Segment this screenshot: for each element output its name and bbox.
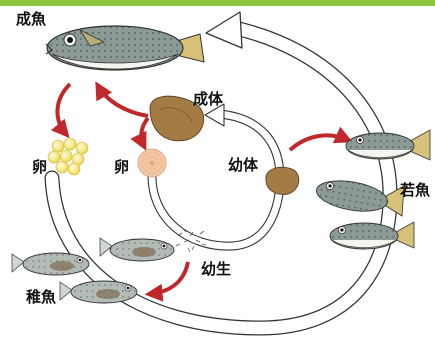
juvenile-fish-icon [12, 253, 89, 275]
juvenile-fish-icon [100, 238, 174, 261]
label-parasite-juvenile: 幼体 [228, 158, 258, 173]
egg-cluster-icon [48, 138, 88, 175]
juvenile-fish-icon [60, 281, 137, 303]
label-young-fish: 若魚 [400, 183, 430, 198]
young-fish-icon [346, 130, 430, 160]
arrow-parasite-to-egg [141, 118, 148, 146]
outer-cycle-arrowhead [206, 12, 242, 48]
label-adult-fish: 成魚 [16, 12, 46, 27]
label-juvenile-fish: 稚魚 [26, 290, 56, 305]
label-parasite-adult: 成体 [193, 92, 223, 107]
arrow-larva-to-juvenile-fish [150, 262, 188, 294]
parasite-juvenile-icon [266, 167, 299, 194]
label-larva: 幼生 [201, 262, 231, 277]
arrow-adult-to-egg [57, 84, 70, 134]
adult-fish-icon [46, 26, 204, 70]
young-fish-icon [330, 222, 414, 249]
label-egg-right: 卵 [114, 160, 129, 175]
label-egg-left: 卵 [32, 160, 47, 175]
parasite-egg-icon [138, 149, 166, 177]
arrow-juvenile-to-young [290, 135, 348, 150]
arrow-parasite-to-fish [98, 86, 148, 116]
